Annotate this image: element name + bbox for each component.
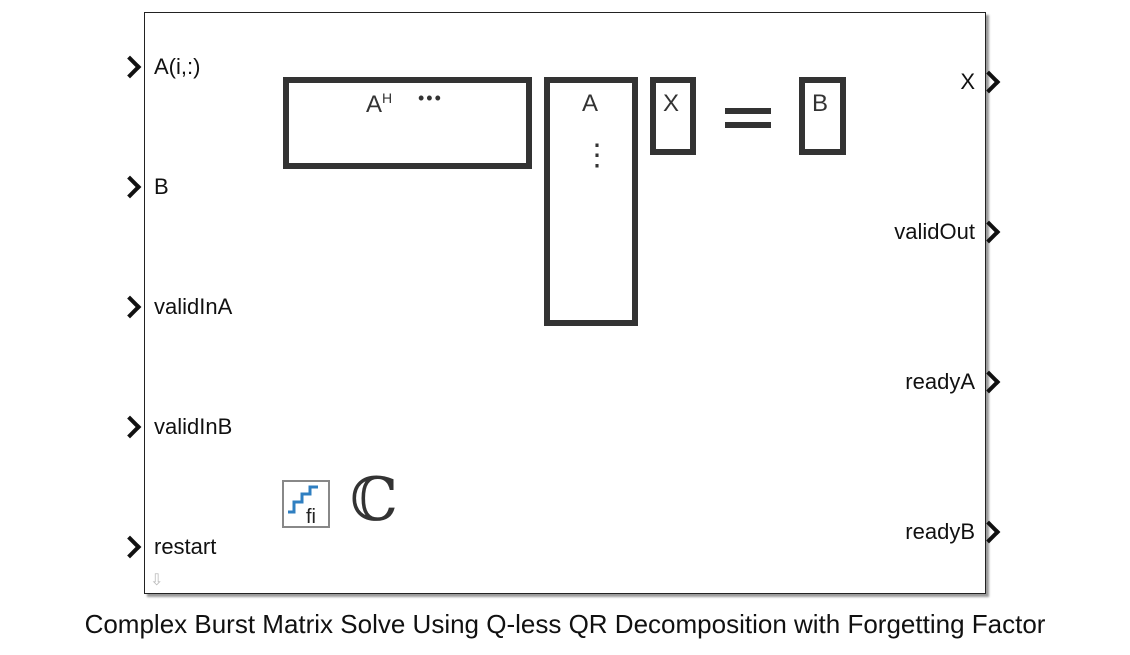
input-port-validina: validInA (154, 294, 233, 319)
input-port-arrow[interactable] (118, 175, 142, 199)
a-hermitian-matrix-icon (283, 77, 532, 169)
b-vector-label: B (812, 90, 829, 117)
svg-text:fi: fi (306, 506, 316, 526)
input-port-arrow[interactable] (118, 55, 142, 79)
output-port-readya: readyA (905, 369, 975, 394)
x-vector-label: X (663, 90, 680, 117)
a-matrix-icon (544, 77, 638, 326)
ellipsis-label: ••• (418, 88, 443, 108)
block-caption: Complex Burst Matrix Solve Using Q-less … (84, 609, 1046, 639)
equals-icon-lower (725, 122, 771, 128)
vdots-label: ⋮ (582, 139, 612, 172)
equals-icon (725, 108, 771, 114)
input-port-a: A(i,:) (154, 54, 201, 79)
output-port-x: X (960, 69, 975, 94)
input-port-arrow[interactable] (118, 535, 142, 559)
input-port-b: B (154, 174, 169, 199)
fixed-point-icon: fi (282, 480, 330, 528)
input-port-arrow[interactable] (118, 415, 142, 439)
superscript-h: H (382, 90, 393, 106)
arrow-down-icon: ⇩ (150, 572, 164, 589)
b-vector-icon (799, 77, 846, 155)
output-port-readyb: readyB (905, 519, 975, 544)
input-port-restart: restart (154, 534, 217, 559)
x-vector-icon (650, 77, 696, 155)
input-port-arrow[interactable] (118, 295, 142, 319)
output-port-validout: validOut (894, 219, 975, 244)
input-port-validinb: validInB (154, 414, 233, 439)
a-hermitian-label: AH (366, 90, 392, 119)
complex-icon: ℂ (350, 465, 398, 535)
a-matrix-label: A (582, 90, 599, 117)
a-label: A (366, 91, 383, 118)
